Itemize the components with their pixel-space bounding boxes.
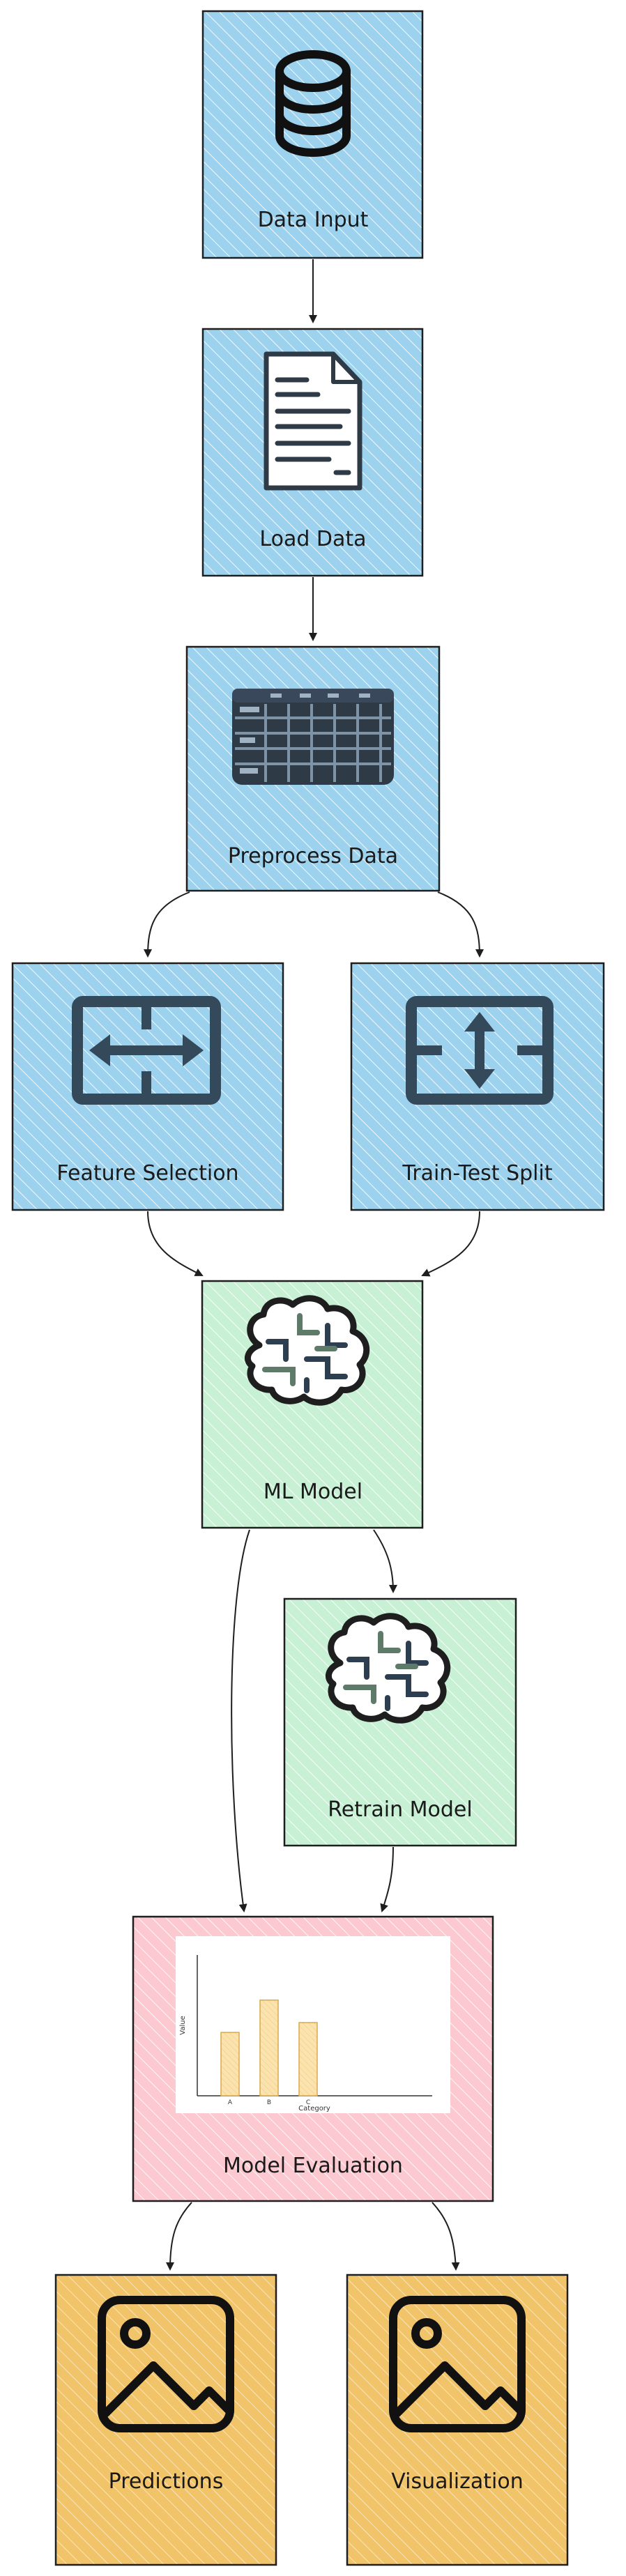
node-label-preprocess-data: Preprocess Data xyxy=(228,844,398,868)
chart-tick-label-c: C xyxy=(306,2099,310,2106)
brain-icon xyxy=(244,1295,370,1406)
node-model-evaluation[interactable]: Value Category A B C Model Evaluation xyxy=(132,1915,494,2202)
node-label-visualization: Visualization xyxy=(391,2469,524,2494)
node-label-data-input: Data Input xyxy=(258,208,369,232)
node-preprocess-data[interactable]: Preprocess Data xyxy=(185,645,441,892)
node-train-test-split[interactable]: Train-Test Split xyxy=(350,962,605,1211)
node-load-data[interactable]: Load Data xyxy=(201,328,424,577)
edge-preprocess-to-split xyxy=(437,891,484,958)
document-icon xyxy=(264,351,362,491)
chart-tick-label-b: B xyxy=(267,2099,271,2106)
node-feature-selection[interactable]: Feature Selection xyxy=(11,962,284,1211)
edge-split-to-ml xyxy=(421,1211,480,1277)
spreadsheet-icon xyxy=(232,689,394,785)
node-label-retrain-model: Retrain Model xyxy=(328,1797,472,1822)
database-icon xyxy=(275,50,351,157)
edge-feature-to-ml xyxy=(147,1211,204,1276)
node-label-model-evaluation: Model Evaluation xyxy=(223,2154,403,2178)
chart-tick-label-a: A xyxy=(228,2099,233,2106)
chart-bar-a xyxy=(220,2032,240,2096)
connectors xyxy=(144,259,484,2271)
node-retrain-model[interactable]: Retrain Model xyxy=(283,1597,517,1847)
node-ml-model[interactable]: ML Model xyxy=(201,1280,424,1529)
chart-x-axis-title: Category xyxy=(298,2105,330,2113)
node-label-load-data: Load Data xyxy=(259,527,366,551)
edge-ml-to-evaluation xyxy=(231,1529,250,1912)
edge-retrain-to-evaluation xyxy=(380,1846,394,1912)
chart-y-axis-title: Value xyxy=(179,2016,187,2034)
horizontal-split-icon xyxy=(72,996,221,1105)
node-data-input[interactable]: Data Input xyxy=(201,10,424,259)
edge-evaluation-to-visualization xyxy=(432,2202,460,2271)
node-predictions[interactable]: Predictions xyxy=(54,2274,277,2566)
node-label-train-test-split: Train-Test Split xyxy=(402,1161,552,1186)
evaluation-bar-chart: Value Category A B C xyxy=(179,1955,432,2113)
edge-preprocess-to-feature xyxy=(144,891,190,958)
vertical-split-icon xyxy=(406,996,554,1105)
node-label-feature-selection: Feature Selection xyxy=(56,1161,238,1186)
edge-evaluation-to-predictions xyxy=(166,2202,192,2271)
node-label-predictions: Predictions xyxy=(109,2469,224,2494)
chart-bar-b xyxy=(259,1999,279,2096)
brain-icon xyxy=(325,1613,451,1724)
image-icon xyxy=(98,2296,234,2432)
edge-ml-to-retrain xyxy=(373,1529,397,1593)
node-label-ml-model: ML Model xyxy=(264,1480,362,1504)
image-icon xyxy=(389,2296,526,2432)
node-visualization[interactable]: Visualization xyxy=(346,2274,569,2566)
chart-bar-c xyxy=(298,2022,318,2096)
